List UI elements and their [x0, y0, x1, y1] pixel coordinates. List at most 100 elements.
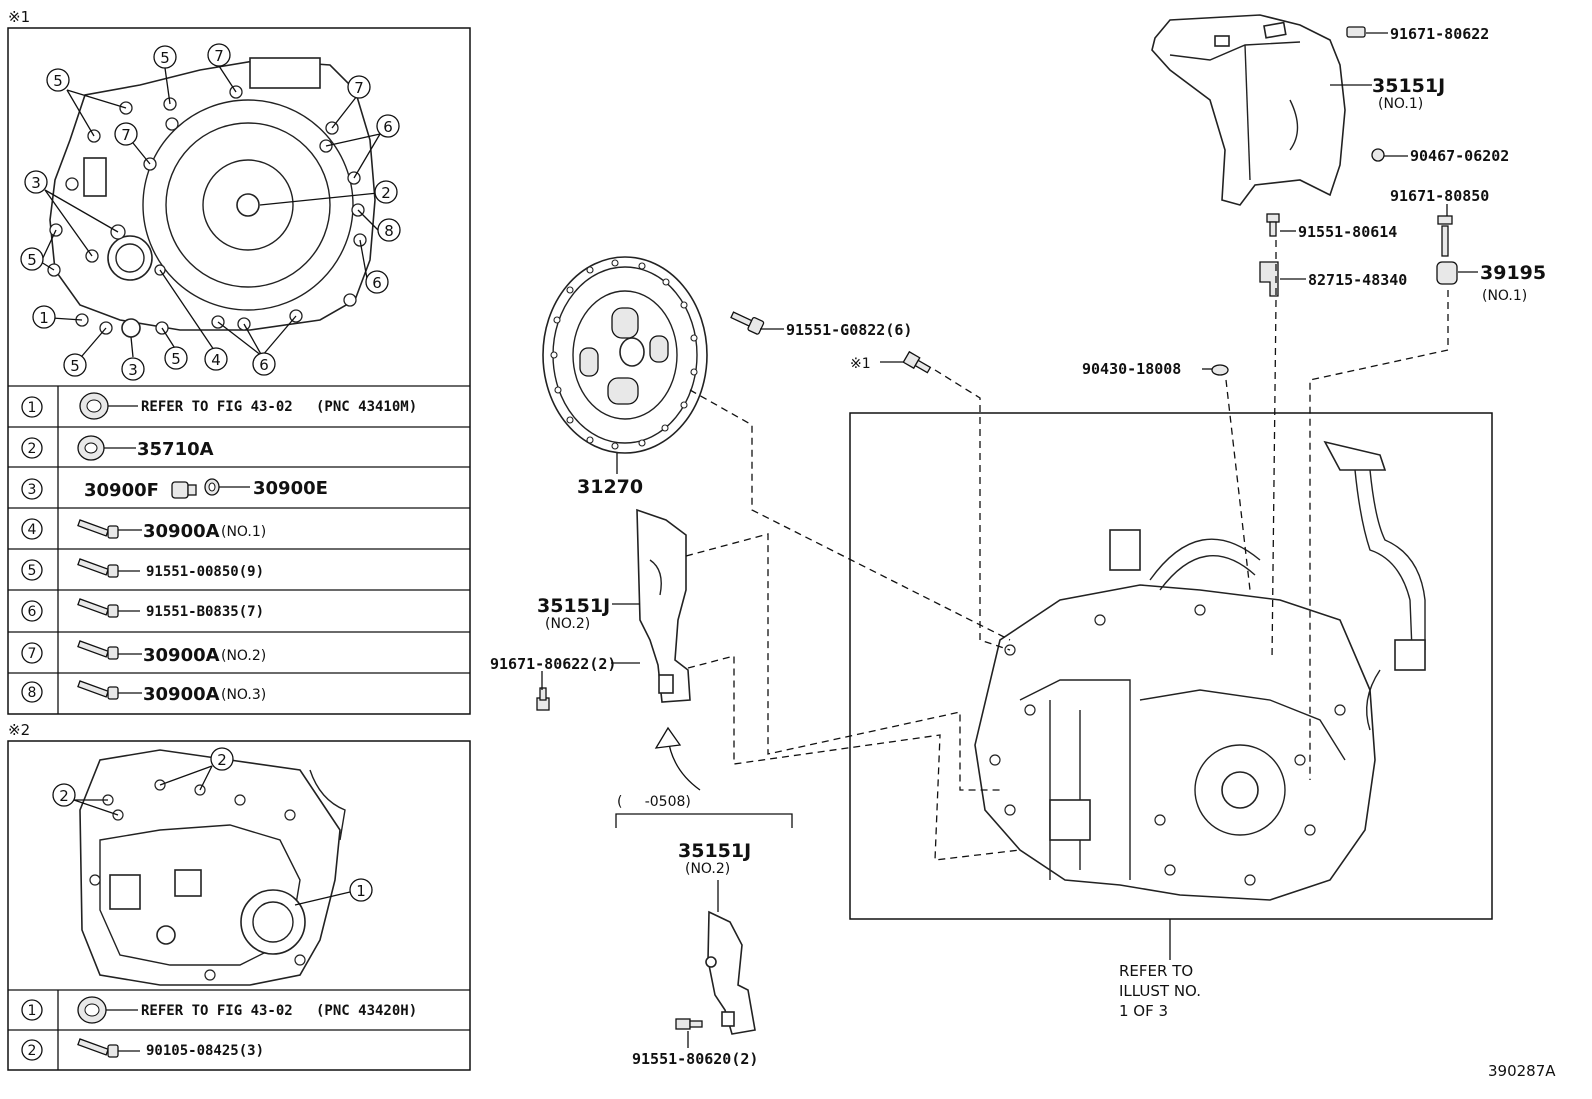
svg-text:(NO.2): (NO.2): [221, 648, 266, 664]
label-date-range: ( -0508): [617, 794, 691, 810]
svg-text:30900A: 30900A: [143, 645, 220, 666]
panel1-leaders: [40, 65, 381, 358]
svg-text:30900A: 30900A: [143, 684, 220, 705]
label-91671-80622-mid: 91671-80622(2): [490, 655, 616, 673]
callout-bubble: 1: [32, 305, 56, 329]
label-39195-no: (NO.1): [1482, 288, 1527, 304]
svg-text:6: 6: [259, 356, 269, 374]
svg-text:5: 5: [160, 49, 170, 67]
callout-bubble: 5: [63, 353, 87, 377]
svg-text:3: 3: [31, 174, 41, 192]
label-35151J-mid-no: (NO.2): [545, 616, 590, 632]
callout-bubble: 6: [376, 114, 400, 138]
svg-text:REFER TO FIG 43-02: REFER TO FIG 43-02: [141, 1003, 293, 1019]
svg-text:6: 6: [372, 274, 382, 292]
svg-text:30900A: 30900A: [143, 521, 220, 542]
callout-bubble: 6: [365, 270, 389, 294]
svg-text:7: 7: [214, 47, 224, 65]
bracket-no2-lower-drawing: [705, 910, 756, 1035]
callout-bubble: 7: [207, 43, 231, 67]
svg-text:7: 7: [121, 126, 131, 144]
legend-row-8: 8 30900A (NO.3): [21, 680, 266, 705]
svg-text:5: 5: [53, 72, 63, 90]
callout-bubble: 5: [164, 346, 188, 370]
svg-text:5: 5: [171, 350, 181, 368]
svg-text:1: 1: [28, 400, 37, 416]
svg-text:8: 8: [384, 222, 394, 240]
bolt-icon: [77, 598, 119, 618]
bolt-icon: [77, 519, 119, 539]
svg-text:90105-08425(3): 90105-08425(3): [146, 1043, 264, 1059]
svg-text:7: 7: [354, 79, 364, 97]
legend-row-5: 5 91551-00850(9): [21, 558, 264, 581]
legend-row-7: 7 30900A (NO.2): [21, 640, 266, 666]
figure-id: 390287A: [1488, 1062, 1556, 1080]
panel2-marker: ※2: [8, 721, 30, 739]
svg-text:3: 3: [28, 482, 37, 498]
label-91671-80850: 91671-80850: [1390, 187, 1489, 205]
label-91671-80622-top: 91671-80622: [1390, 25, 1489, 43]
svg-text:1: 1: [356, 882, 366, 900]
transaxle-assembly-drawing: [974, 440, 1426, 901]
svg-text:5: 5: [28, 563, 37, 579]
bolt-icon: [77, 558, 119, 578]
part-labels: 91671-80622 35151J (NO.1) 90467-06202 91…: [490, 25, 1556, 1080]
svg-text:4: 4: [28, 522, 37, 538]
panel1-callouts: 5 5 7 7 6 7 3 2 8 5 6 1 5 3 5 4 6: [20, 43, 401, 381]
legend-row-1: 1 REFER TO FIG 43-02 (PNC 43420H): [21, 996, 417, 1024]
svg-text:1: 1: [39, 309, 49, 327]
svg-text:91551-B0835(7): 91551-B0835(7): [146, 604, 264, 620]
label-refer-line2: ILLUST NO.: [1119, 982, 1201, 1000]
callout-bubble: 7: [114, 122, 138, 146]
callout-bubble: 5: [153, 45, 177, 69]
svg-text:2: 2: [59, 787, 69, 805]
svg-text:2: 2: [217, 751, 227, 769]
svg-text:30900E: 30900E: [253, 478, 328, 499]
svg-text:REFER TO FIG 43-02: REFER TO FIG 43-02: [141, 399, 293, 415]
svg-text:2: 2: [28, 1043, 37, 1059]
panel2-frame: [7, 740, 471, 1071]
svg-text:6: 6: [28, 604, 37, 620]
svg-text:(NO.3): (NO.3): [221, 687, 266, 703]
callout-bubble: 3: [24, 170, 48, 194]
label-mark1: ※1: [850, 356, 871, 372]
svg-text:30900F: 30900F: [84, 480, 159, 501]
svg-text:2: 2: [28, 441, 37, 457]
svg-text:35710A: 35710A: [137, 439, 214, 460]
panel1-frame: [7, 27, 471, 715]
oil-seal-icon: [77, 996, 107, 1024]
svg-text:8: 8: [28, 685, 37, 701]
bolt-icon: [77, 640, 119, 660]
callout-bubble: 5: [20, 247, 44, 271]
bolt-icon: [77, 680, 119, 700]
callout-bubble: 2: [374, 180, 398, 204]
bracket-no1-drawing: [1151, 14, 1346, 206]
panel2-leaders: [73, 765, 351, 906]
label-refer-line3: 1 OF 3: [1119, 1002, 1168, 1020]
svg-text:5: 5: [27, 251, 37, 269]
callout-bubble: 6: [252, 352, 276, 376]
gasket-icon: [204, 478, 220, 496]
legend-row-3: 3 30900F 30900E: [21, 478, 328, 501]
callout-bubble: 8: [377, 218, 401, 242]
clutch-disc-drawing: [542, 256, 708, 454]
label-35151J-mid: 35151J: [537, 595, 610, 617]
dashed-leaders: [685, 240, 1449, 861]
transaxle-case-drawing-2: [79, 749, 346, 986]
label-31270: 31270: [577, 476, 643, 498]
label-39195: 39195: [1480, 262, 1546, 284]
label-91551-G0822: 91551-G0822(6): [786, 321, 912, 339]
callout-bubble: 2: [210, 747, 234, 771]
legend-row-2: 2 35710A: [21, 435, 214, 461]
svg-text:3: 3: [128, 361, 138, 379]
bolt-icon: [77, 1038, 119, 1058]
mount-insulator-drawing: [1436, 215, 1458, 285]
legend-row-2: 2 90105-08425(3): [21, 1038, 264, 1061]
callout-bubble: 2: [52, 783, 76, 807]
legend-row-4: 4 30900A (NO.1): [21, 518, 266, 542]
legend-row-6: 6 91551-B0835(7): [21, 598, 264, 622]
label-35151J-top-no: (NO.1): [1378, 96, 1423, 112]
direction-arrow: [654, 726, 701, 791]
oil-seal-icon: [79, 392, 109, 420]
